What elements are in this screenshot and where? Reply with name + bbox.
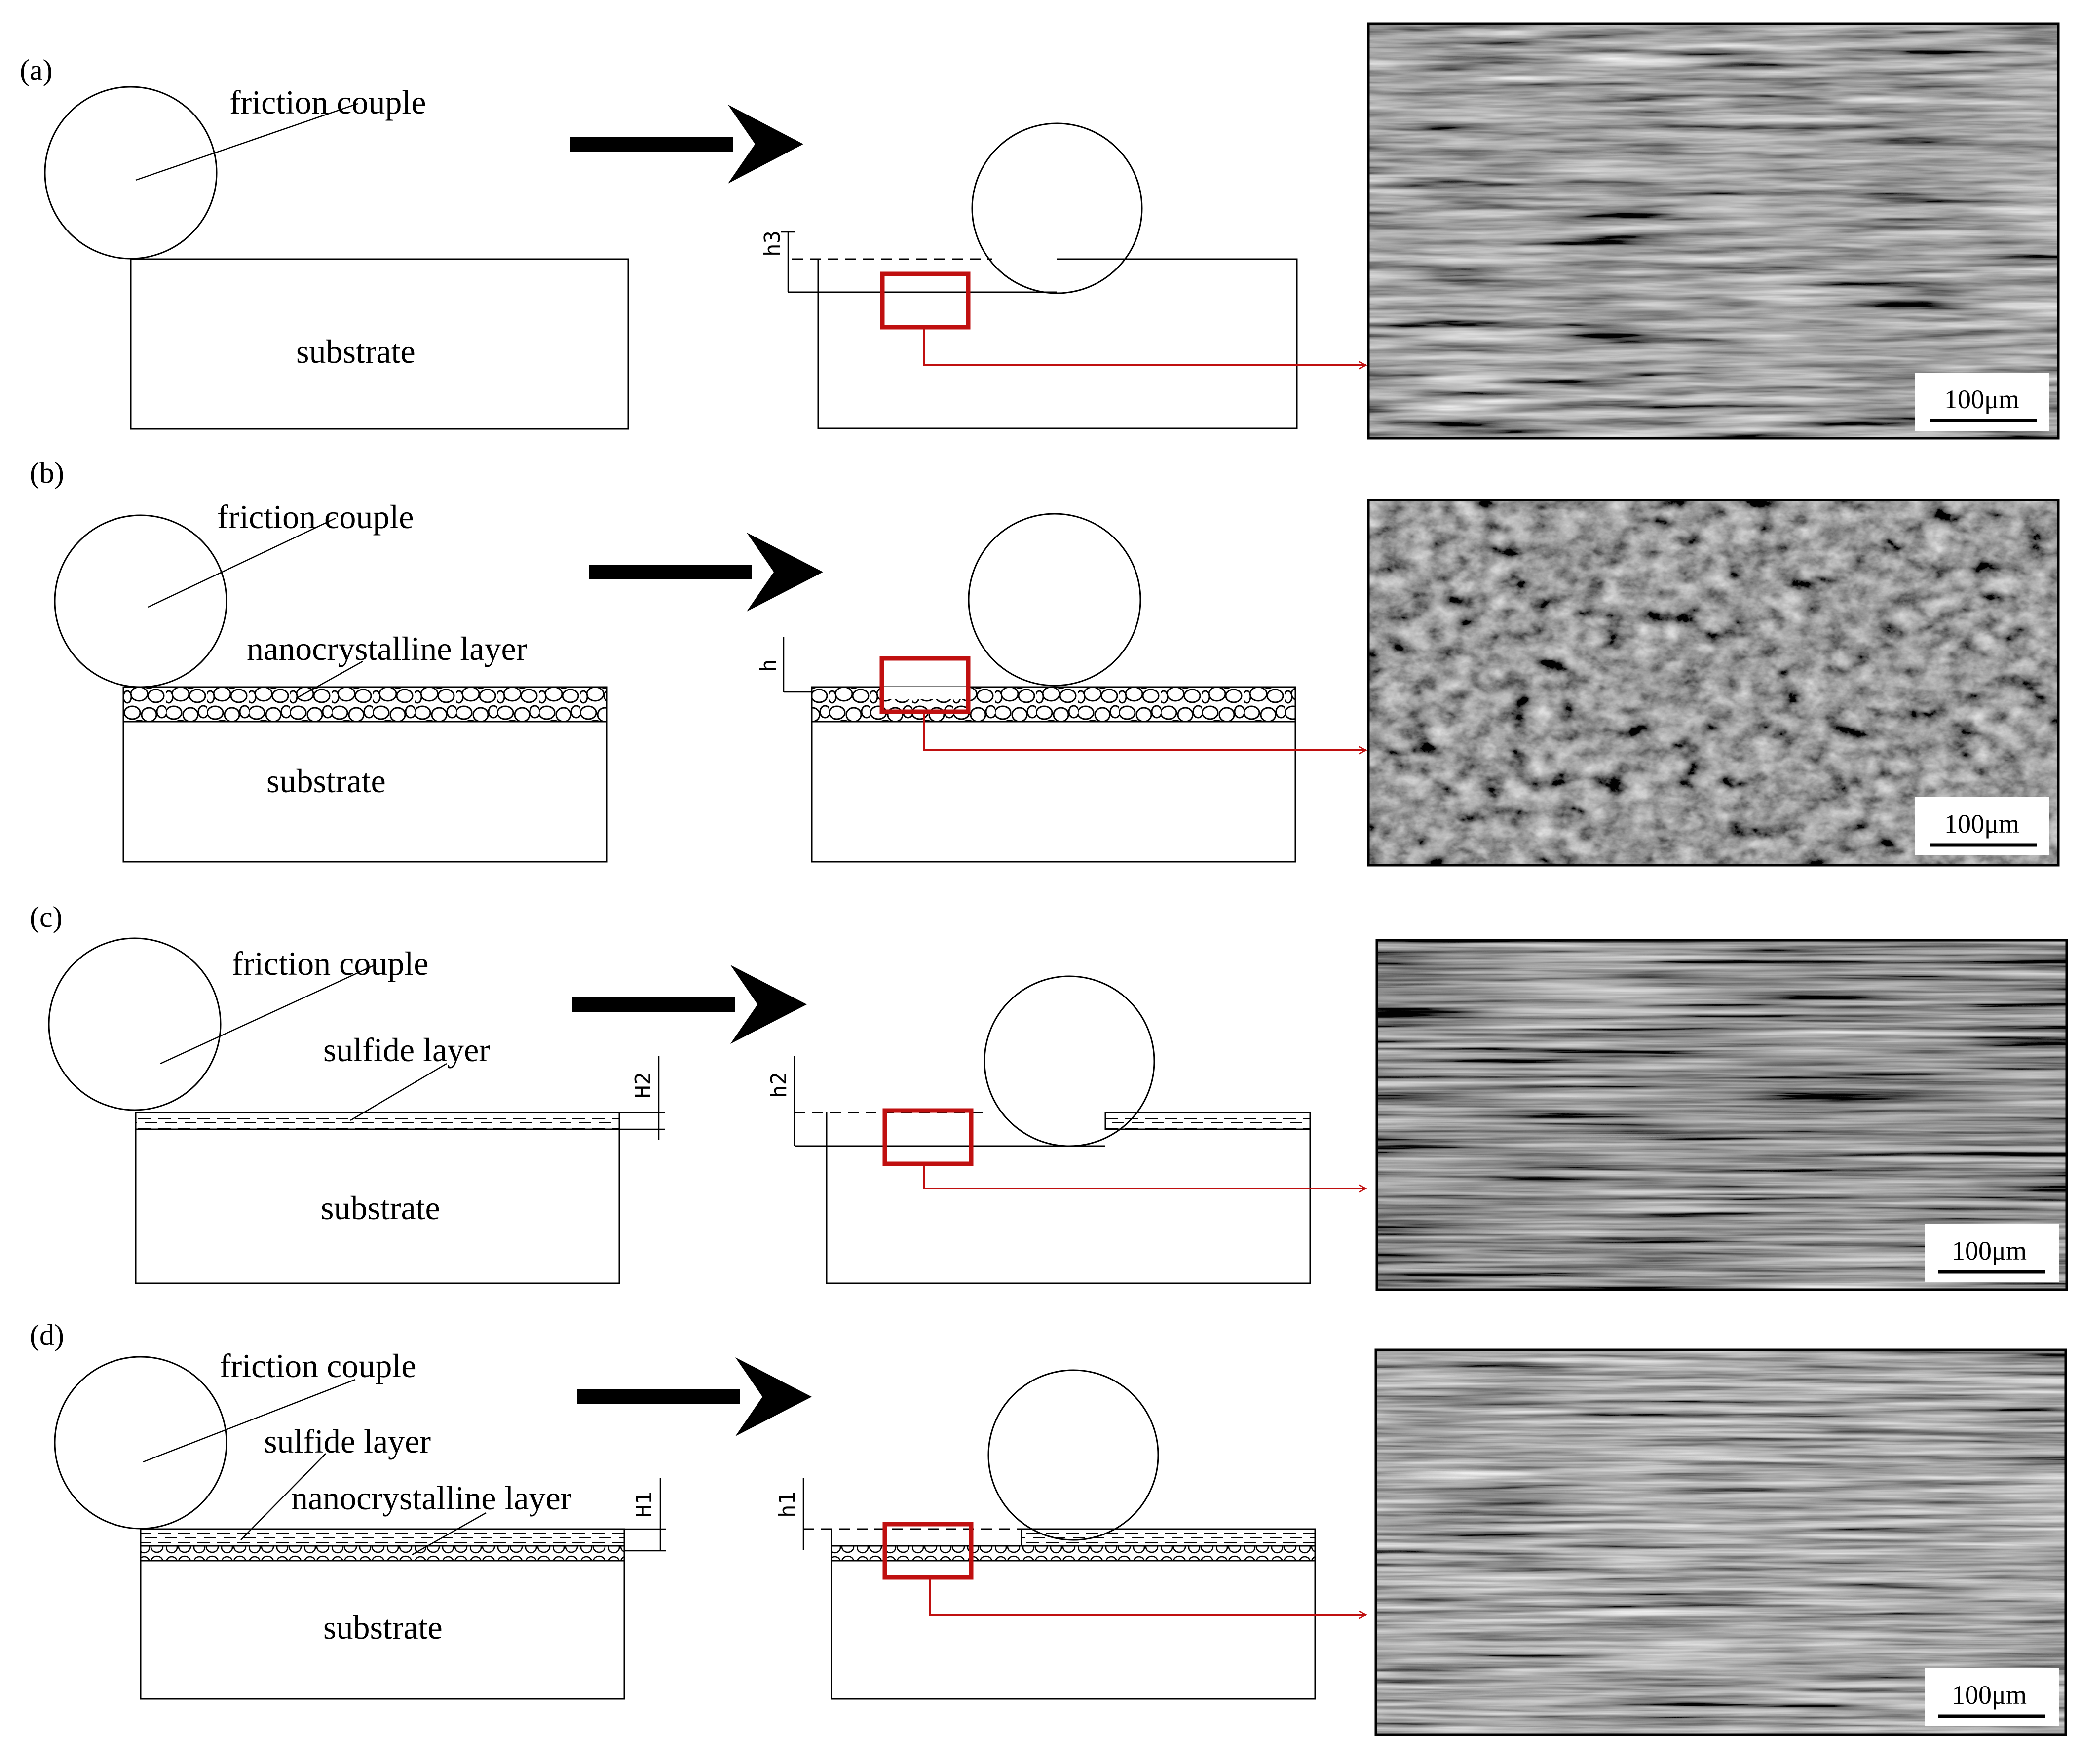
substrate-block (135, 1128, 620, 1284)
row-c: (c) friction couple sulfide layer substr… (30, 901, 2068, 1291)
row-a: (a) friction couple substrate h3 (20, 22, 2060, 440)
sem-image-a: 100μm (1367, 22, 2060, 440)
coating-thickness-dim: H1 (624, 1478, 666, 1552)
worn-substrate (811, 721, 1296, 863)
sulfide-layer-label: sulfide layer (323, 1031, 490, 1069)
scale-bar: 100μm (1925, 1668, 2059, 1726)
arrow-right-icon (572, 965, 807, 1044)
scale-bar-label: 100μm (1952, 1680, 2027, 1710)
coating-thickness-dim: H2 (619, 1056, 665, 1140)
panel-label: (c) (30, 901, 63, 933)
worn-substrate (817, 258, 1298, 429)
sulfide-layer (140, 1528, 625, 1547)
highlight-box (879, 656, 971, 714)
nanocrystalline-layer (140, 1545, 625, 1562)
sem-image-b: 100μm (1367, 499, 2060, 867)
worn-state-diagram: h (756, 513, 1366, 863)
highlight-box (882, 1108, 974, 1166)
leader-line (350, 1063, 447, 1121)
sem-image-c: 100μm (1375, 939, 2068, 1291)
worn-couple-circle (968, 513, 1141, 687)
substrate-block (140, 1560, 625, 1700)
worn-state-diagram: h2 (766, 975, 1366, 1284)
friction-couple-label: friction couple (232, 945, 428, 982)
worn-substrate (831, 1560, 1316, 1700)
friction-couple-label: friction couple (229, 83, 426, 121)
leader-line (296, 660, 363, 699)
substrate-label: substrate (321, 1189, 440, 1227)
row-d: (d) friction couple sulfide layer nanocr… (30, 1319, 2067, 1736)
thickness-label-H1: H1 (632, 1492, 657, 1518)
sulfide-layer-label: sulfide layer (264, 1422, 431, 1460)
leader-line (135, 103, 358, 181)
sem-image-d: 100μm (1374, 1348, 2067, 1736)
leader-line (412, 1512, 487, 1556)
substrate-label: substrate (323, 1609, 443, 1646)
arrow-right-icon (570, 105, 803, 184)
nanocrystalline-layer-label: nanocrystalline layer (291, 1479, 572, 1517)
depth-label-h2: h2 (766, 1072, 792, 1098)
worn-couple-circle (987, 1369, 1159, 1541)
substrate-label: substrate (296, 333, 416, 370)
callout-arrow (929, 1577, 1366, 1615)
row-b: (b) friction couple nanocrystalline laye… (30, 457, 2060, 867)
depth-label-h1: h1 (775, 1492, 800, 1518)
scale-bar: 100μm (1915, 797, 2049, 855)
worn-state-diagram: h3 (760, 122, 1366, 429)
friction-couple-label: friction couple (220, 1347, 416, 1384)
callout-arrow (923, 1164, 1366, 1189)
substrate-block (130, 258, 629, 430)
leader-line (160, 964, 376, 1065)
scale-bar-label: 100μm (1944, 809, 2019, 839)
friction-couple-circle (48, 937, 222, 1111)
thickness-label-H2: H2 (631, 1072, 656, 1098)
wear-groove (883, 687, 970, 699)
substrate-block (122, 721, 608, 863)
nanocrystalline-layer (831, 1545, 1316, 1562)
sulfide-layer (135, 1112, 620, 1130)
depth-label-h: h (756, 659, 781, 673)
leader-line (143, 1379, 356, 1463)
scale-bar-label: 100μm (1952, 1236, 2027, 1265)
friction-couple-label: friction couple (217, 498, 414, 536)
callout-arrow (923, 712, 1366, 750)
friction-couple-circle (54, 514, 227, 688)
substrate-label: substrate (266, 762, 386, 800)
panel-label: (b) (30, 457, 64, 489)
depth-label-h3: h3 (760, 230, 785, 257)
arrow-right-icon (577, 1357, 812, 1436)
scale-bar-label: 100μm (1944, 384, 2019, 414)
worn-substrate (826, 1129, 1311, 1284)
panel-label: (d) (30, 1319, 64, 1351)
highlight-box (880, 271, 971, 330)
worn-state-diagram: h1 (775, 1369, 1366, 1700)
panel-label: (a) (20, 54, 53, 86)
arrow-right-icon (589, 533, 823, 612)
nanocrystalline-layer (122, 686, 608, 723)
nanocrystalline-layer-label: nanocrystalline layer (247, 630, 528, 667)
friction-couple-circle (44, 86, 218, 260)
highlight-box (882, 1522, 974, 1580)
sulfide-layer-remaining (1104, 1112, 1311, 1130)
scale-bar: 100μm (1925, 1224, 2059, 1282)
leader-line (240, 1453, 326, 1540)
worn-couple-circle (971, 122, 1143, 294)
sulfide-layer-remaining (1021, 1528, 1316, 1547)
friction-couple-circle (54, 1356, 227, 1530)
callout-arrow (923, 327, 1366, 365)
leader-line (148, 517, 336, 608)
scale-bar: 100μm (1915, 373, 2049, 431)
